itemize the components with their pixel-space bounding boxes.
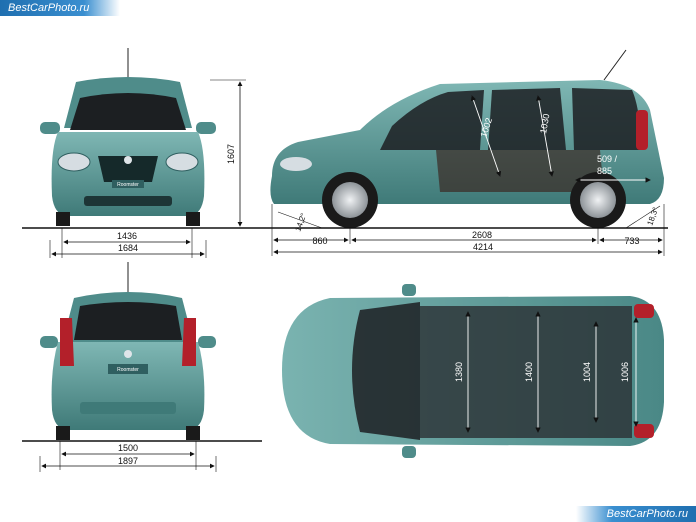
boot-width-label: 1004 [582, 362, 592, 382]
top-mirror-left [402, 284, 416, 296]
front-tire-left [56, 212, 70, 226]
top-view: 1380 1400 1004 1006 [282, 284, 664, 458]
rear-tire-right [186, 426, 200, 440]
front-view: Roomster 1607 1436 1684 [22, 48, 262, 258]
rear-view: Roomster 1500 1897 [22, 262, 262, 472]
brand-logo [124, 156, 132, 164]
top-tail-light-right [634, 424, 654, 438]
front-track-label: 1436 [117, 231, 137, 241]
rear-width-label: 1897 [118, 456, 138, 466]
watermark-top: BestCarPhoto.ru [0, 0, 120, 16]
top-tail-light-left [634, 304, 654, 318]
rear-light-right [182, 318, 196, 366]
side-tail-light [636, 110, 648, 150]
rear-badge: Roomster [117, 367, 139, 373]
front-height-label: 1607 [226, 144, 236, 164]
rear-window [74, 302, 182, 340]
boot-length-label: 509 / [597, 154, 618, 164]
mirror-left [40, 122, 60, 134]
headlight-left [57, 152, 91, 172]
side-antenna [603, 49, 627, 81]
rear-mirror-left [40, 336, 58, 348]
front-rim [332, 182, 368, 218]
mirror-right [196, 122, 216, 134]
rear-shoulder-label: 1400 [524, 362, 534, 382]
side-window-rear [572, 88, 642, 150]
rear-brand-logo [124, 350, 132, 358]
front-width-label: 1684 [118, 243, 138, 253]
headlight-right [165, 152, 199, 172]
front-badge: Roomster [117, 182, 139, 188]
departure-angle-label: 18,3° [645, 206, 660, 227]
top-mirror-right [402, 446, 416, 458]
side-window-middle [488, 88, 566, 150]
front-plate [112, 180, 144, 188]
rear-headroom-label: 1030 [538, 113, 551, 134]
rear-rim [580, 182, 616, 218]
rear-mirror-right [198, 336, 216, 348]
lower-intake [84, 196, 172, 206]
boot-length-max-label: 885 [597, 166, 612, 176]
front-windscreen [70, 93, 186, 130]
rear-tire-left [56, 426, 70, 440]
rear-width-inner-label: 1006 [620, 362, 630, 382]
side-view: 1002 1030 509 / 885 14,2° 18,3° 860 2608… [262, 49, 668, 256]
front-tire-right [186, 212, 200, 226]
front-overhang-label: 860 [312, 236, 327, 246]
length-label: 4214 [473, 242, 493, 252]
top-windscreen [352, 302, 420, 440]
rear-overhang-label: 733 [624, 236, 639, 246]
watermark-bottom: BestCarPhoto.ru [576, 506, 696, 522]
rear-track-label: 1500 [118, 443, 138, 453]
side-headlight [280, 157, 312, 171]
rear-light-left [60, 318, 74, 366]
front-grille [98, 156, 158, 182]
wheelbase-label: 2608 [472, 230, 492, 240]
side-window-front [380, 90, 484, 150]
front-shoulder-label: 1380 [454, 362, 464, 382]
rear-bumper [80, 402, 176, 414]
rear-plate [108, 364, 148, 374]
